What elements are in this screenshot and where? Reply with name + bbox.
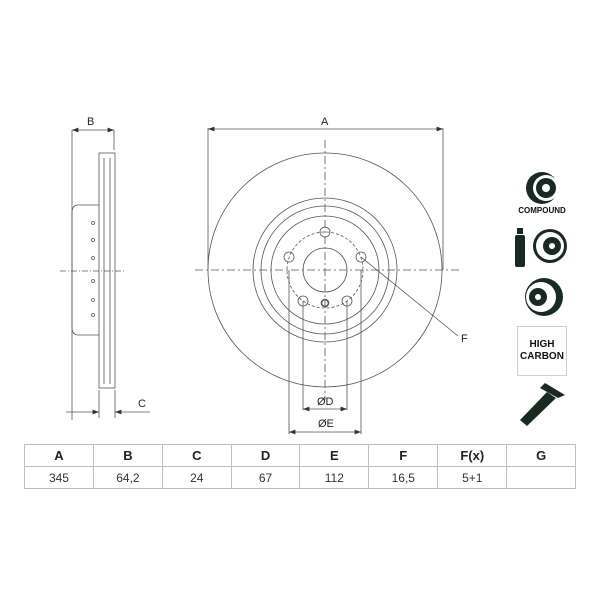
spec-header-f: F (368, 444, 439, 467)
spec-header-d: D (230, 444, 301, 467)
dim-label-d: ØD (317, 396, 334, 408)
spec-value-fx: 5+1 (437, 466, 508, 489)
spec-value-row: 345 64,2 24 67 112 16,5 5+1 (24, 466, 576, 489)
spec-header-g: G (506, 444, 576, 467)
dim-label-f: F (461, 333, 468, 345)
spec-value-b: 64,2 (92, 466, 163, 489)
dim-label-e: ØE (318, 418, 334, 430)
spec-header-fx: F(x) (437, 444, 508, 467)
high-carbon-badge: HIGH CARBON (517, 326, 567, 376)
spec-header-b: B (92, 444, 163, 467)
high-carbon-line2: CARBON (520, 351, 564, 362)
dim-label-b: B (87, 116, 95, 128)
spec-value-a: 345 (24, 466, 94, 489)
technical-drawing (60, 126, 567, 435)
dim-label-a: A (321, 116, 329, 128)
dim-label-c: C (138, 398, 146, 410)
spec-table: A B C D E F F(x) G 345 64,2 24 67 112 16… (24, 444, 576, 489)
spec-value-e: 112 (299, 466, 370, 489)
side-view (60, 127, 150, 420)
spec-header-c: C (161, 444, 232, 467)
spec-header-e: E (299, 444, 370, 467)
high-carbon-line1: HIGH (529, 339, 555, 350)
spec-header-row: A B C D E F F(x) G (24, 444, 576, 467)
spec-header-a: A (24, 444, 94, 467)
screw-icon (520, 383, 565, 426)
coated-disc-spray-icon (515, 228, 567, 267)
spec-value-g (506, 466, 576, 489)
spec-value-c: 24 (161, 466, 232, 489)
vented-disc-icon (525, 278, 563, 316)
spec-value-f: 16,5 (368, 466, 439, 489)
spec-value-d: 67 (230, 466, 301, 489)
compound-label: COMPOUND (518, 206, 566, 215)
front-view (195, 126, 462, 435)
compound-disc-icon (526, 172, 559, 204)
